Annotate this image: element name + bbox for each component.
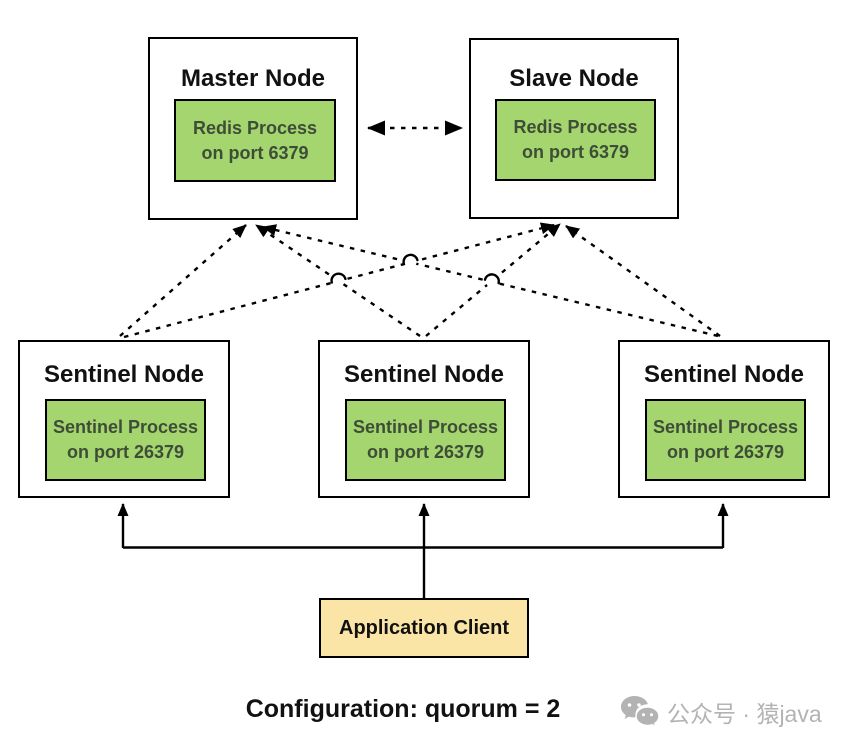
edge-sentinel1-slave xyxy=(123,222,555,339)
line-jump-arcs xyxy=(330,253,500,285)
master-node: Master Node Redis Process on port 6379 xyxy=(148,37,358,220)
sentinel-3-process-line1: Sentinel Process xyxy=(652,417,799,437)
master-process-line2: on port 6379 xyxy=(201,142,309,163)
application-client-node: Application Client xyxy=(319,598,529,658)
sentinel-1-process-line1: Sentinel Process xyxy=(52,417,199,437)
sentinel-node-3: Sentinel Node Sentinel Process on port 2… xyxy=(618,340,830,498)
sentinel-2-process-line2: on port 26379 xyxy=(366,442,485,462)
master-process-box: Redis Process on port 6379 xyxy=(174,99,336,182)
watermark-text: 公众号 · 猿java xyxy=(667,701,822,727)
edge-sentinel3-slave xyxy=(565,225,721,337)
sentinel-2-process-box: Sentinel Process on port 26379 xyxy=(345,399,506,481)
slave-node: Slave Node Redis Process on port 6379 xyxy=(469,38,679,219)
configuration-caption: Configuration: quorum = 2 xyxy=(245,695,561,723)
slave-process-line1: Redis Process xyxy=(513,117,638,137)
sentinel-node-1: Sentinel Node Sentinel Process on port 2… xyxy=(18,340,230,498)
master-process-line1: Redis Process xyxy=(192,117,318,138)
edge-sentinel3-master xyxy=(262,224,719,338)
watermark: 公众号 · 猿java xyxy=(620,695,822,729)
edge-sentinel2-slave xyxy=(425,223,561,337)
slave-node-title: Slave Node xyxy=(509,65,639,92)
sentinel-2-process-line1: Sentinel Process xyxy=(352,417,499,437)
sentinel-3-process-box: Sentinel Process on port 26379 xyxy=(645,399,806,481)
sentinel-1-process-box: Sentinel Process on port 26379 xyxy=(45,399,206,481)
sentinel-node-1-title: Sentinel Node xyxy=(43,361,205,388)
master-node-title: Master Node xyxy=(180,65,326,92)
sentinel-1-process-line2: on port 26379 xyxy=(66,442,185,462)
line-jump-masks xyxy=(332,255,498,288)
application-client-title: Application Client xyxy=(339,616,509,639)
edge-sentinel2-master xyxy=(255,224,421,337)
sentinel-node-2: Sentinel Node Sentinel Process on port 2… xyxy=(318,340,530,498)
slave-process-line2: on port 6379 xyxy=(521,142,630,162)
wechat-icon xyxy=(621,696,660,728)
sentinel-node-2-title: Sentinel Node xyxy=(343,361,505,388)
sentinel-3-process-line2: on port 26379 xyxy=(666,442,785,462)
slave-process-box: Redis Process on port 6379 xyxy=(495,99,656,181)
edge-sentinel1-master xyxy=(119,224,247,337)
sentinel-node-3-title: Sentinel Node xyxy=(643,361,805,388)
